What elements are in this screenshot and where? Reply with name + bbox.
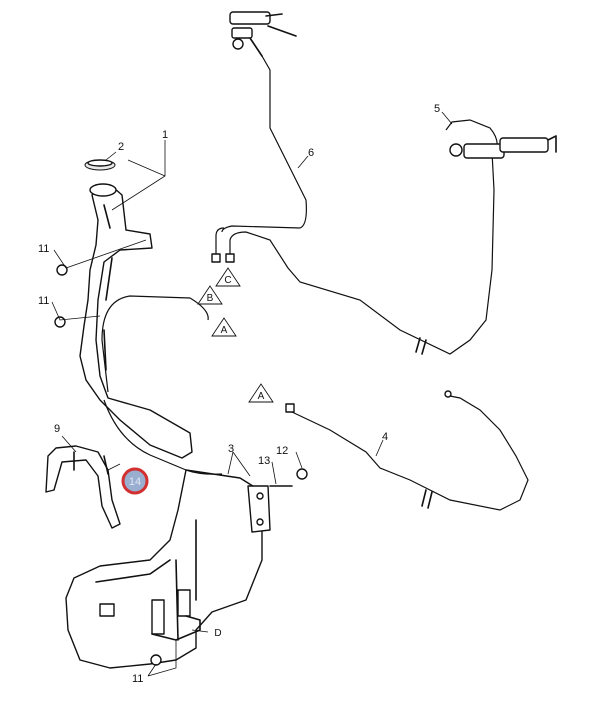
screw-14 <box>103 455 109 475</box>
callout-11-bottom: 11 <box>132 673 143 685</box>
callout-14: 14 <box>129 476 141 488</box>
washer-reservoir <box>65 159 271 669</box>
nut-11b <box>54 316 66 328</box>
connector-a-right: A <box>211 317 237 337</box>
front-nozzle-assembly <box>229 11 297 57</box>
connector-c: C <box>215 267 241 287</box>
pump-motor <box>99 603 115 617</box>
callout-3: 3 <box>228 443 234 455</box>
leader-lines <box>51 111 453 677</box>
connector-label-d: D <box>214 628 221 639</box>
nut-12 <box>296 468 308 480</box>
callout-2: 2 <box>118 141 124 153</box>
rear-nozzle-assembly <box>449 135 557 159</box>
callout-11-top: 11 <box>38 243 49 255</box>
washer-pump-2 <box>177 589 191 617</box>
callout-12: 12 <box>276 445 288 457</box>
connector-label-a1: A <box>221 325 228 336</box>
connector-label-a2: A <box>258 391 265 402</box>
callout-5: 5 <box>434 103 440 115</box>
washer-pump-1 <box>151 599 165 635</box>
connector-label-b: B <box>207 293 214 304</box>
connector-d: D <box>214 628 221 639</box>
nut-11a <box>56 264 68 276</box>
highlighted-callout-14[interactable]: 14 <box>121 467 149 495</box>
callout-6: 6 <box>308 147 314 159</box>
callout-13: 13 <box>258 455 270 467</box>
callout-1: 1 <box>162 129 168 141</box>
callout-11-middle: 11 <box>38 295 49 307</box>
connector-b: B <box>197 285 223 305</box>
connector-a-left: A <box>248 383 274 403</box>
callout-numbers: 1 2 3 4 5 6 9 11 11 11 12 13 <box>38 103 440 685</box>
callout-9: 9 <box>54 423 60 435</box>
callout-4: 4 <box>382 431 388 443</box>
hoses <box>101 55 529 511</box>
nut-11c <box>150 654 162 666</box>
reservoir-bracket <box>247 485 271 533</box>
fasteners <box>54 264 308 666</box>
connector-label-c: C <box>224 275 231 286</box>
sensor-bracket <box>45 445 121 529</box>
hose-connectors <box>211 253 452 413</box>
